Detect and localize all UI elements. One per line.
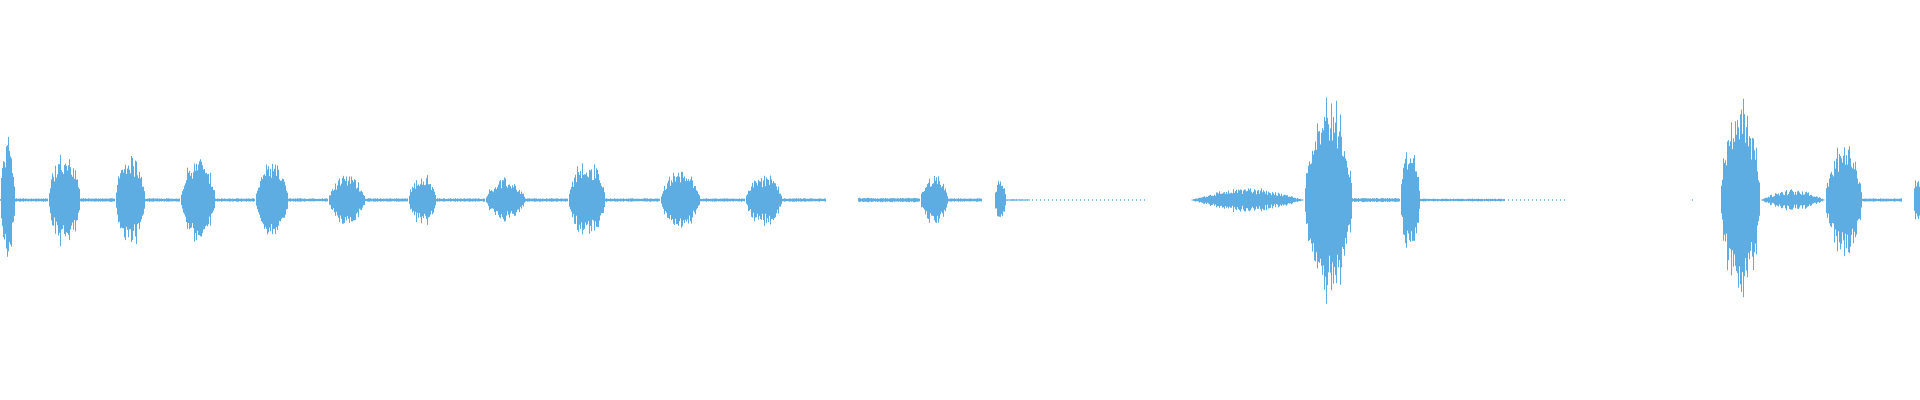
waveform-segment-15 [486,177,525,222]
waveform-segment-25 [948,198,982,202]
waveform-segment-19 [661,171,700,228]
waveform-segment-6 [145,198,180,202]
waveform-segment-3 [49,154,80,247]
waveform-segment-13 [409,174,436,225]
waveform-segment-4 [80,198,115,202]
waveform-segment-10 [288,198,328,202]
waveform-segment-26 [995,180,1006,217]
waveform-segment-7 [181,159,215,242]
waveform-segment-14 [436,198,485,202]
waveform-segment-39 [1862,198,1902,202]
waveform-segment-32 [1401,152,1420,248]
waveform-segment-29 [1191,188,1304,212]
waveform-segment-30 [1305,97,1352,304]
waveform-segment-22 [782,198,826,202]
waveform-segment-23 [858,197,920,203]
waveform-segment-37 [1761,189,1825,211]
waveform-segment-27 [1006,199,1030,201]
waveform-segment-5 [116,156,145,244]
waveform-segment-2 [15,198,48,202]
waveform-segment-16 [525,198,568,202]
waveform-segment-17 [569,163,605,235]
waveform-segment-38 [1826,146,1862,257]
waveform-segment-28 [1032,199,1145,201]
waveform-segment-8 [215,198,255,202]
waveform-segment-24 [921,176,948,223]
waveform-segment-34 [1508,199,1565,201]
waveform-segment-40 [1914,180,1920,220]
waveform-segment-20 [700,198,745,202]
waveform-segment-31 [1352,197,1400,203]
waveform-segment-33 [1420,198,1505,202]
waveform-segment-36 [1721,98,1760,298]
waveform-segment-11 [329,175,365,224]
waveform-segment-21 [746,175,782,226]
waveform-segment-18 [605,198,660,202]
waveform-segment-9 [256,163,288,235]
waveform-segment-1 [1,136,15,257]
waveform-segment-12 [365,198,408,202]
